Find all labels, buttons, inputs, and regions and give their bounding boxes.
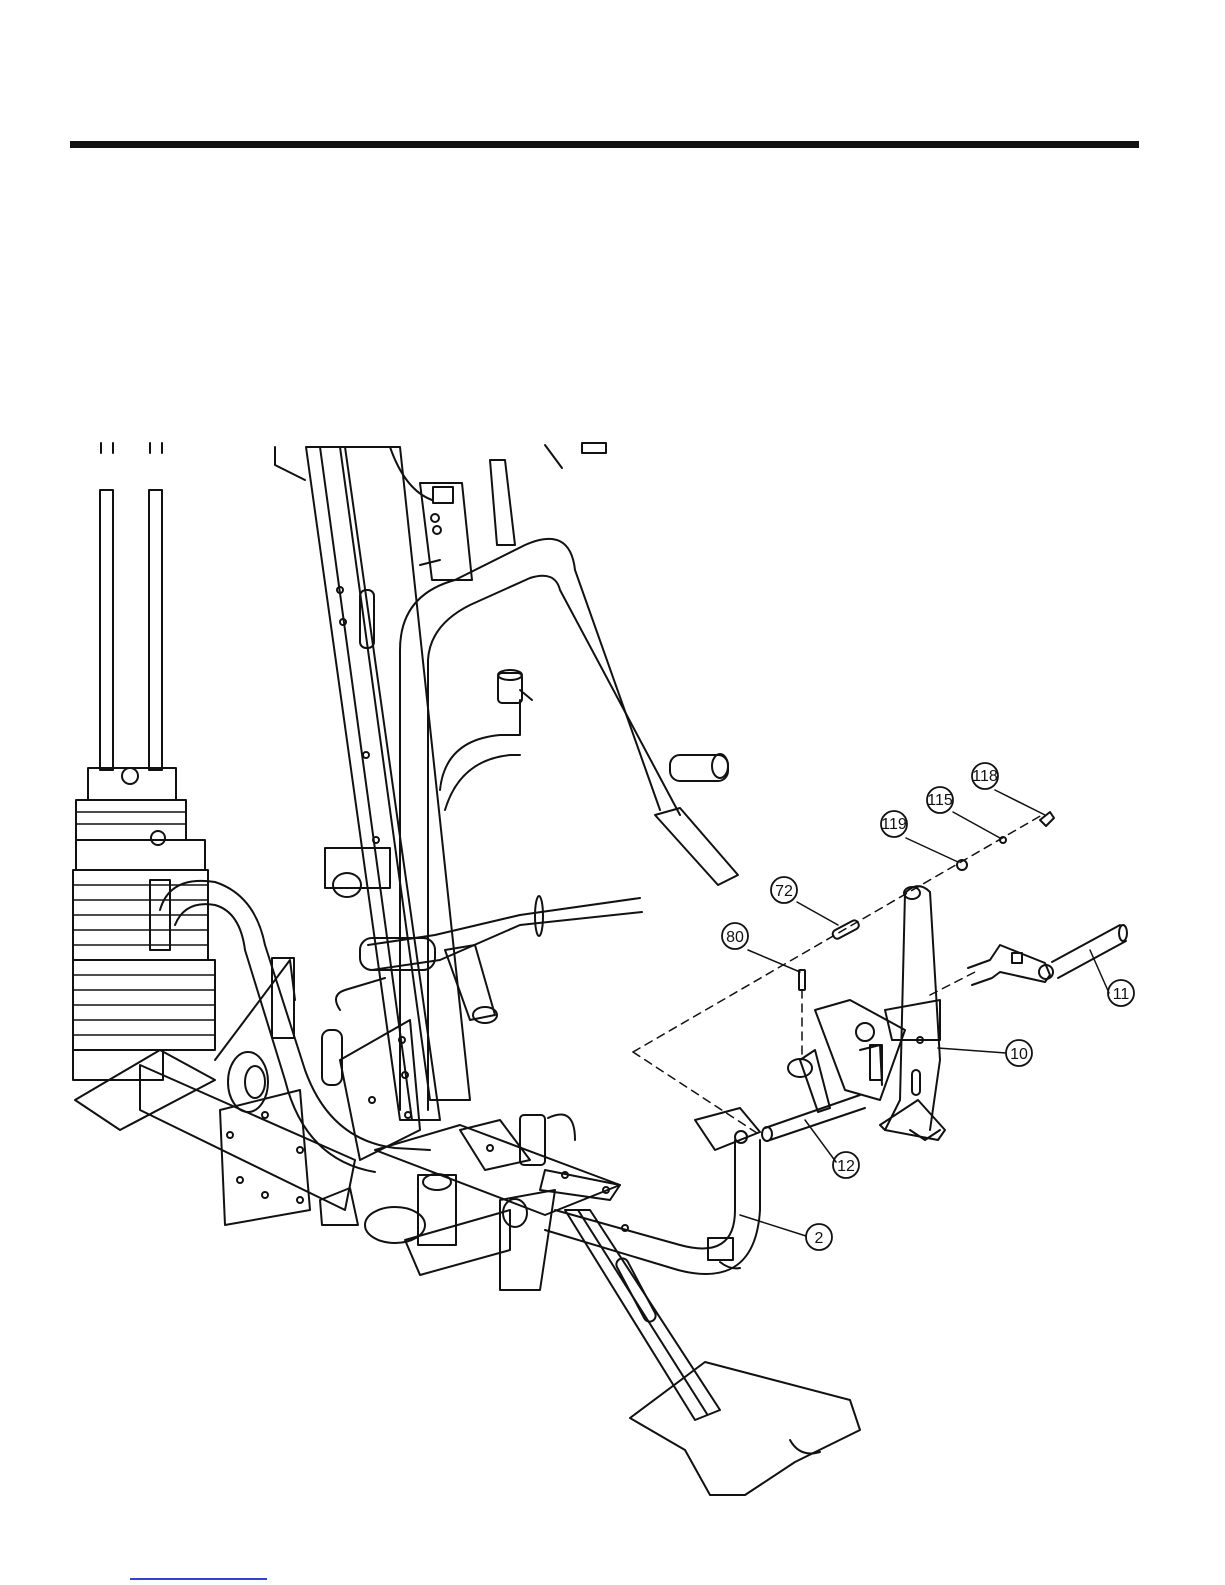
part-12-pivot-tube <box>762 1000 905 1141</box>
callout-2-label: 2 <box>815 1230 824 1247</box>
callout-119: 119 <box>881 811 907 837</box>
lower-center <box>320 1174 555 1290</box>
upper-hook <box>440 670 532 810</box>
callout-80-label: 80 <box>726 929 744 946</box>
callout-10-label: 10 <box>1010 1046 1028 1063</box>
callout-115-label: 115 <box>927 792 953 809</box>
top-bracket <box>420 443 606 580</box>
part-2-frame <box>545 1108 760 1274</box>
callouts: 118 115 119 72 80 11 10 12 2 <box>722 763 1134 1250</box>
footer-link-underline[interactable] <box>130 1578 267 1580</box>
callout-11: 11 <box>1108 980 1134 1006</box>
callout-80: 80 <box>722 923 748 949</box>
foot-plate-leg <box>565 1210 860 1495</box>
crossbar <box>360 896 642 1023</box>
weight-stack <box>73 768 215 1080</box>
assembly-dashes <box>633 815 1042 1135</box>
callout-10: 10 <box>1006 1040 1032 1066</box>
callout-12-label: 12 <box>837 1158 855 1175</box>
callout-118-label: 118 <box>972 768 998 785</box>
callout-119-label: 119 <box>881 816 907 833</box>
callout-2: 2 <box>806 1224 832 1250</box>
callout-118: 118 <box>972 763 998 789</box>
part-11-axle <box>968 925 1127 985</box>
guide-rods <box>100 443 162 770</box>
lower-cross-frame <box>375 1114 620 1215</box>
press-arm-frame <box>400 539 738 1110</box>
callout-72-label: 72 <box>775 883 793 900</box>
part-10-arm <box>880 886 945 1140</box>
callout-115: 115 <box>927 787 953 813</box>
callout-11-label: 11 <box>1113 986 1130 1003</box>
callout-72: 72 <box>771 877 797 903</box>
callout-12: 12 <box>833 1152 859 1178</box>
leader-lines <box>740 790 1109 1236</box>
